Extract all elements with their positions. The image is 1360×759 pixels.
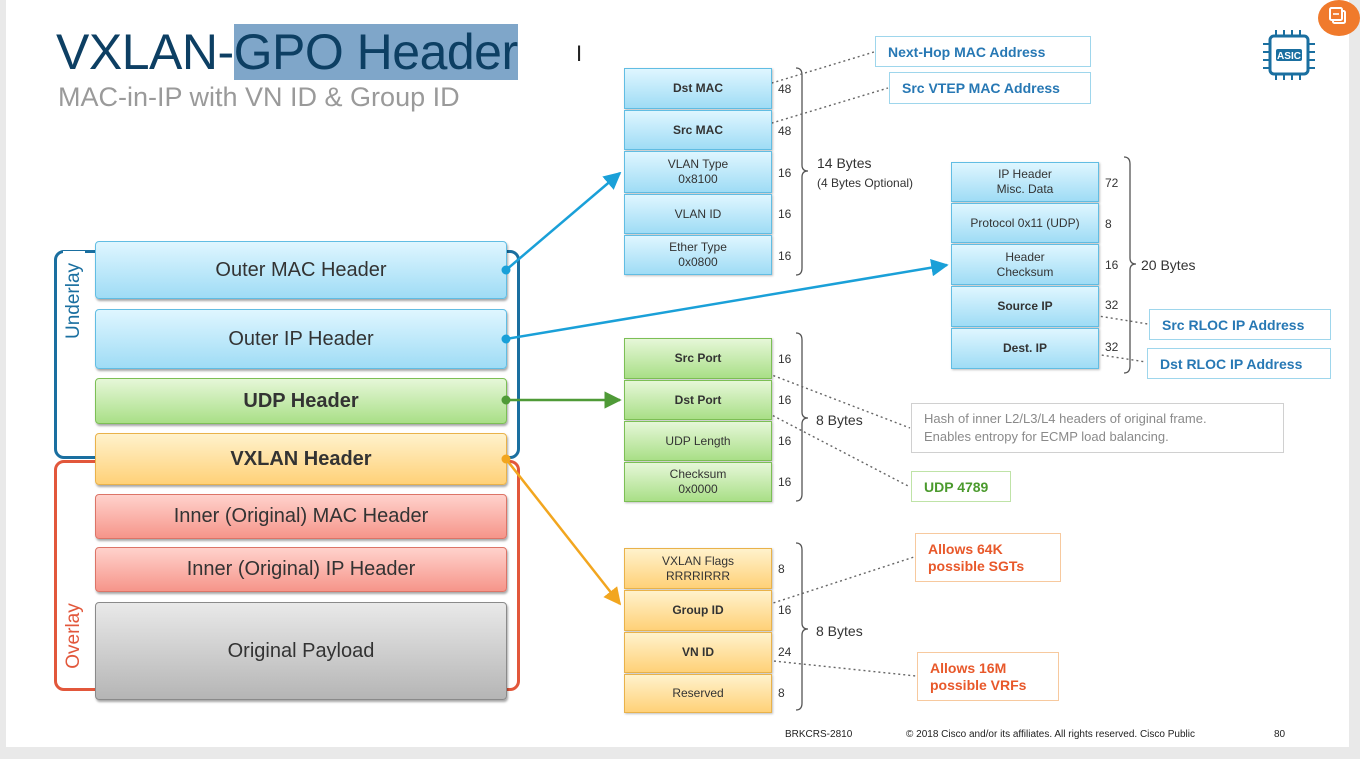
- vxlan-header[interactable]: VXLAN Header: [95, 433, 507, 485]
- field-ether-type: Ether Type 0x0800: [624, 235, 772, 275]
- vxlan-header-label: VXLAN Header: [230, 447, 372, 470]
- asic-chip-icon: ASIC: [1263, 30, 1315, 80]
- callout-dst-rloc: Dst RLOC IP Address: [1147, 348, 1331, 379]
- bits-vxlan-flags: 8: [778, 562, 785, 576]
- outer-mac-header-label: Outer MAC Header: [215, 258, 387, 281]
- title-plain: VXLAN-: [56, 24, 234, 80]
- field-ip-misc: IP Header Misc. Data: [951, 162, 1099, 202]
- field-vn-id: VN ID: [624, 632, 772, 673]
- inner-ip-header[interactable]: Inner (Original) IP Header: [95, 547, 507, 592]
- field-vxlan-flags-label: VXLAN Flags RRRRIRRR: [661, 553, 735, 583]
- field-src-port: Src Port: [624, 338, 772, 379]
- field-ip-misc-label: IP Header Misc. Data: [996, 167, 1054, 196]
- slide-title: VXLAN-GPO Header: [56, 22, 518, 82]
- callout-vrf-line2: possible VRFs: [930, 676, 1027, 693]
- share-button[interactable]: [1318, 0, 1360, 36]
- udp-header-label: UDP Header: [243, 389, 359, 412]
- callout-sgt-line1: Allows 64K: [928, 540, 1003, 557]
- inner-mac-header-label: Inner (Original) MAC Header: [173, 505, 429, 527]
- ip-size-label: 20 Bytes: [1141, 257, 1196, 273]
- callout-src-vtep-mac: Src VTEP MAC Address: [889, 72, 1091, 104]
- udp-header[interactable]: UDP Header: [95, 378, 507, 424]
- field-dst-mac: Dst MAC: [624, 68, 772, 109]
- slide: VXLAN-GPO Header I MAC-in-IP with VN ID …: [6, 0, 1349, 747]
- share-icon: [1329, 7, 1346, 24]
- field-vlan-type-label: VLAN Type 0x8100: [667, 157, 729, 186]
- callout-64k-sgts: Allows 64K possible SGTs: [915, 533, 1061, 582]
- arrow-outer-ip: [505, 258, 949, 341]
- callout-entropy-hash: Hash of inner L2/L3/L4 headers of origin…: [911, 403, 1284, 453]
- field-udp-checksum: Checksum 0x0000: [624, 462, 772, 502]
- bits-dest-ip: 32: [1105, 340, 1119, 354]
- bits-dst-port: 16: [778, 393, 792, 407]
- bits-src-port: 16: [778, 352, 792, 366]
- bits-udp-checksum: 16: [778, 475, 792, 489]
- callout-entropy-line2: Enables entropy for ECMP load balancing.: [924, 429, 1169, 444]
- field-protocol: Protocol 0x11 (UDP): [951, 203, 1099, 243]
- field-dst-port: Dst Port: [624, 380, 772, 420]
- inner-mac-header[interactable]: Inner (Original) MAC Header: [95, 494, 507, 539]
- bits-ip-misc: 72: [1105, 176, 1119, 190]
- bits-header-checksum: 16: [1105, 258, 1119, 272]
- outer-ip-header-label: Outer IP Header: [228, 327, 374, 350]
- callout-vrf-line1: Allows 16M: [930, 659, 1007, 676]
- field-vlan-type: VLAN Type 0x8100: [624, 151, 772, 193]
- field-udp-length: UDP Length: [624, 421, 772, 461]
- field-source-ip: Source IP: [951, 286, 1099, 327]
- bits-source-ip: 32: [1105, 298, 1119, 312]
- inner-ip-header-label: Inner (Original) IP Header: [186, 558, 416, 580]
- footer-page-number: 80: [1274, 729, 1286, 740]
- footer-copyright: © 2018 Cisco and/or its affiliates. All …: [906, 729, 1195, 740]
- slide-subtitle: MAC-in-IP with VN ID & Group ID: [58, 82, 460, 112]
- bits-ether-type: 16: [778, 249, 792, 263]
- callout-16m-vrfs: Allows 16M possible VRFs: [917, 652, 1059, 701]
- field-dest-ip: Dest. IP: [951, 328, 1099, 369]
- bits-src-mac: 48: [778, 124, 792, 138]
- callout-entropy-line1: Hash of inner L2/L3/L4 headers of origin…: [924, 411, 1207, 426]
- arrow-outer-mac: [505, 171, 622, 271]
- field-header-checksum-label: Header Checksum: [996, 249, 1054, 279]
- bits-vlan-type: 16: [778, 166, 792, 180]
- title-selected-text[interactable]: GPO Header: [233, 24, 518, 80]
- original-payload[interactable]: Original Payload: [95, 602, 507, 700]
- bits-reserved: 8: [778, 686, 785, 700]
- bits-udp-length: 16: [778, 434, 792, 448]
- field-reserved: Reserved: [624, 674, 772, 713]
- callout-udp-port: UDP 4789: [911, 471, 1011, 502]
- field-ether-type-label: Ether Type 0x0800: [669, 240, 727, 269]
- udp-size-label: 8 Bytes: [816, 412, 863, 428]
- footer-session-id: BRKCRS-2810: [785, 729, 853, 740]
- original-payload-label: Original Payload: [227, 639, 375, 662]
- bits-group-id: 16: [778, 603, 792, 617]
- callout-next-hop-mac: Next-Hop MAC Address: [875, 36, 1091, 67]
- text-cursor-icon: I: [576, 41, 583, 66]
- mac-size-label: 14 Bytes: [817, 155, 872, 171]
- field-group-id: Group ID: [624, 590, 772, 631]
- field-udp-checksum-label: Checksum 0x0000: [669, 467, 727, 496]
- callout-src-rloc: Src RLOC IP Address: [1149, 309, 1331, 340]
- bits-vlan-id: 16: [778, 207, 792, 221]
- mac-size-note: (4 Bytes Optional): [817, 176, 914, 190]
- outer-ip-header[interactable]: Outer IP Header: [95, 309, 507, 369]
- bits-dst-mac: 48: [778, 82, 792, 96]
- field-vlan-id: VLAN ID: [624, 194, 772, 234]
- bits-vn-id: 24: [778, 645, 792, 659]
- bits-protocol: 8: [1105, 217, 1112, 231]
- callout-sgt-line2: possible SGTs: [928, 557, 1025, 574]
- arrow-vxlan: [505, 458, 622, 606]
- field-vxlan-flags: VXLAN Flags RRRRIRRR: [624, 548, 772, 589]
- field-src-mac: Src MAC: [624, 110, 772, 150]
- asic-logo-text: ASIC: [1277, 51, 1301, 62]
- field-header-checksum: Header Checksum: [951, 244, 1099, 285]
- vxlan-size-label: 8 Bytes: [816, 623, 863, 639]
